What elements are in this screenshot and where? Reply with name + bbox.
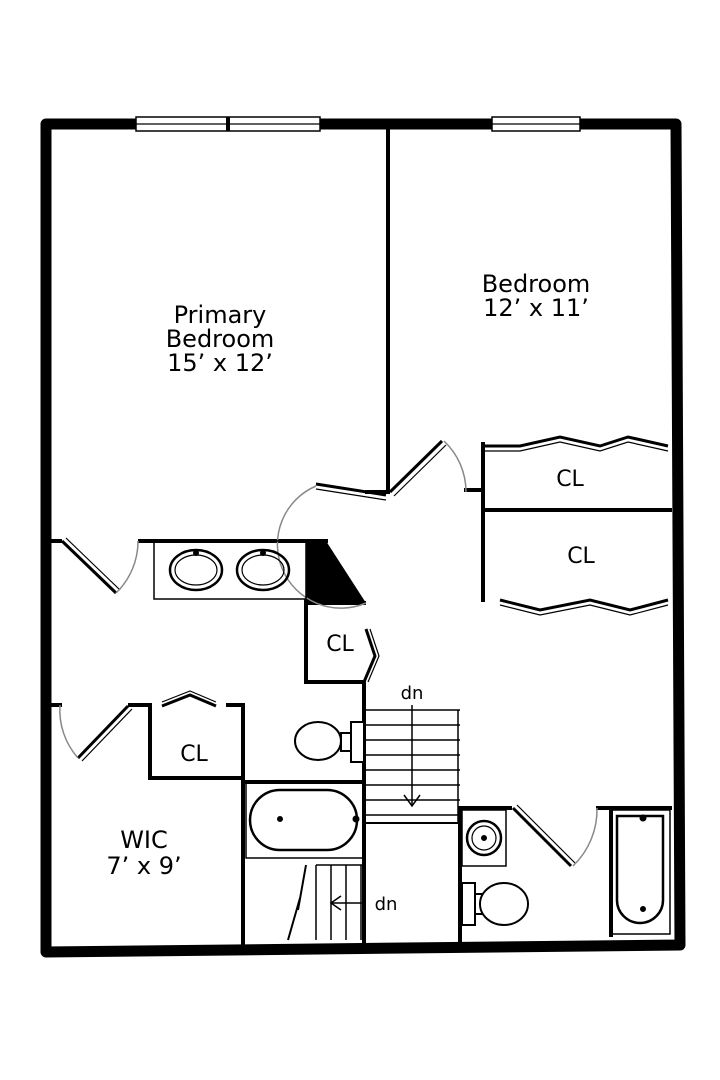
- bathtub-right-bath: [610, 809, 671, 935]
- closet-label-1: CL: [556, 467, 584, 492]
- exterior-walls: [40, 118, 686, 958]
- bedroom-size: 12’ x 11’: [483, 294, 589, 322]
- primary-bedroom-label-line2: Bedroom: [166, 325, 275, 353]
- wic-label: WIC: [120, 826, 168, 854]
- doors: [59, 439, 598, 868]
- primary-bedroom-label-line1: Primary: [174, 301, 267, 329]
- window-primary-bedroom: [135, 116, 321, 132]
- lower-stair: [287, 864, 364, 941]
- main-stair: [364, 705, 460, 824]
- room-labels: Primary Bedroom 15’ x 12’ Bedroom 12’ x …: [106, 270, 595, 915]
- primary-bedroom-size: 15’ x 12’: [167, 349, 273, 377]
- closet-label-3: CL: [326, 632, 354, 657]
- toilet-right-bath: [461, 882, 529, 926]
- interior-walls: [50, 126, 672, 948]
- toilet-middle-bath: [294, 721, 365, 763]
- wic-size: 7’ x 9’: [106, 852, 181, 880]
- closet-label-2: CL: [567, 544, 595, 569]
- stair-down-label: dn: [401, 683, 424, 704]
- sink-right-bath: [461, 809, 507, 867]
- lower-stair-down-label: dn: [375, 894, 398, 915]
- closet-sliding-doors: [483, 435, 669, 616]
- bathtub-middle-bath: [245, 781, 365, 859]
- wall-block: [306, 541, 366, 603]
- closet-label-4: CL: [180, 742, 208, 767]
- double-vanity: [153, 540, 307, 600]
- window-bedroom: [491, 116, 581, 132]
- bedroom-label: Bedroom: [482, 270, 591, 298]
